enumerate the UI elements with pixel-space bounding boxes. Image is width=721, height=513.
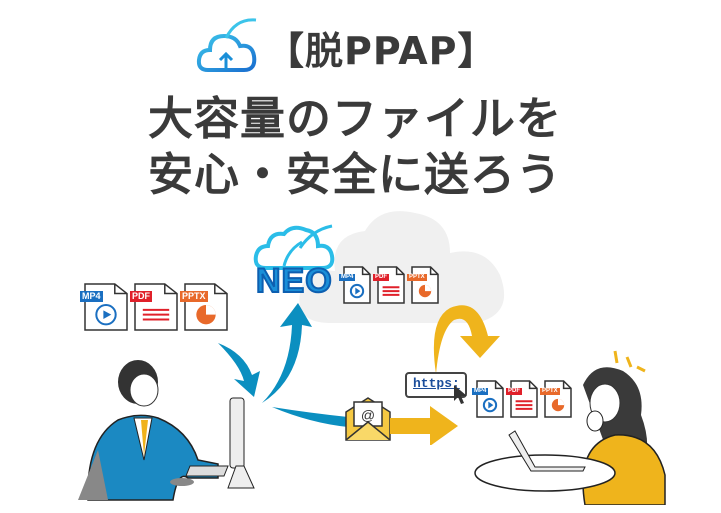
https-link-box: https: [405, 372, 467, 398]
file-type-label: MP4 [472, 388, 489, 396]
arrow-up-icon [262, 303, 312, 403]
svg-text:@: @ [361, 407, 375, 423]
file-icon-pptx: PPTX [180, 283, 228, 335]
title-line-3: 安心・安全に送ろう [148, 148, 563, 201]
arrow-to-mail-icon [272, 407, 348, 427]
neo-logo: NEO [252, 222, 340, 304]
email-envelope-icon: @ [345, 397, 391, 441]
lines-icon [377, 266, 405, 304]
file-icon-pdf: PDF [506, 380, 538, 422]
arrow-down-icon [218, 343, 260, 397]
neo-cloud-icon [253, 224, 335, 270]
file-type-label: PPTX [540, 388, 560, 396]
yellow-arrows [390, 305, 500, 445]
file-icon-mp4: MP4 [339, 266, 371, 308]
file-icon-pptx: PPTX [540, 380, 572, 422]
file-type-label: PPTX [180, 291, 208, 302]
title-line-1: 【脱PPAP】 [266, 29, 497, 73]
file-type-label: PDF [130, 291, 152, 302]
file-type-label: PDF [506, 388, 522, 396]
blue-arrows [218, 303, 348, 427]
file-type-label: MP4 [80, 291, 103, 302]
play-icon [343, 266, 371, 304]
file-icon-pdf: PDF [130, 283, 178, 335]
neo-logo-text: NEO [255, 261, 333, 301]
arrow-curve-icon [433, 305, 500, 374]
file-type-label: PDF [373, 274, 389, 282]
file-icon-mp4: MP4 [80, 283, 128, 335]
mouse-cursor-icon [454, 385, 467, 404]
arrow-right-icon [390, 406, 458, 445]
woman-with-laptop-illustration [474, 350, 666, 505]
man-at-computer-illustration [78, 360, 255, 501]
cloud-upload-icon [196, 18, 257, 72]
file-icon-mp4: MP4 [472, 380, 504, 422]
file-type-label: MP4 [339, 274, 356, 282]
file-icon-pptx: PPTX [407, 266, 439, 308]
https-link-text: https: [413, 376, 460, 391]
pie-icon [411, 266, 439, 304]
file-type-label: PPTX [407, 274, 427, 282]
file-icon-pdf: PDF [373, 266, 405, 308]
title-line-2: 大容量のファイルを [148, 92, 563, 145]
